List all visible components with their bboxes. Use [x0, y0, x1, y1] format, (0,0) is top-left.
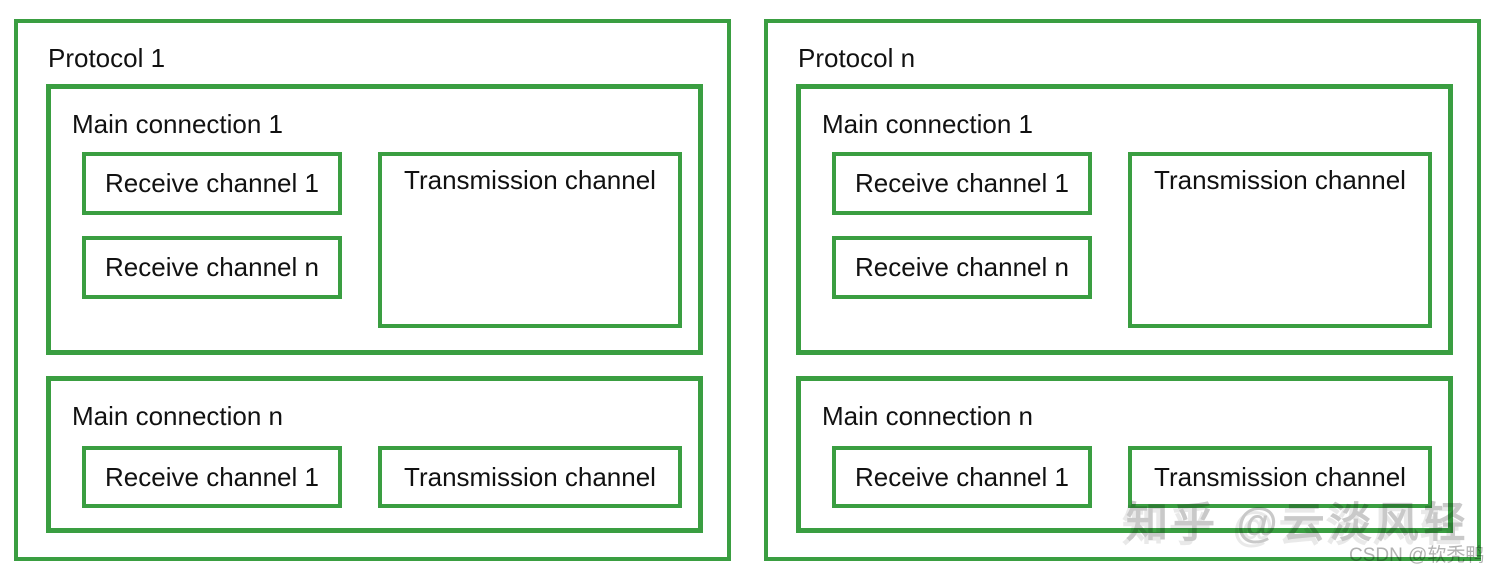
- main-connection-n-box: Main connection n Receive channel 1 Tran…: [46, 376, 703, 533]
- transmission-channel-box: Transmission channel: [378, 446, 682, 508]
- protocol-n-box: Protocol n Main connection 1 Receive cha…: [764, 19, 1481, 561]
- receive-channel-1-box: Receive channel 1: [832, 446, 1092, 508]
- protocol-n-label: Protocol n: [798, 43, 916, 73]
- receive-channel-1-box: Receive channel 1: [82, 152, 342, 215]
- receive-channel-n-box: Receive channel n: [82, 236, 342, 299]
- protocol-1-label: Protocol 1: [48, 43, 166, 73]
- transmission-channel-box: Transmission channel: [378, 152, 682, 328]
- main-connection-n-label: Main connection n: [72, 401, 284, 431]
- receive-channel-1-box: Receive channel 1: [832, 152, 1092, 215]
- main-connection-1-label: Main connection 1: [822, 109, 1034, 139]
- receive-channel-1-box: Receive channel 1: [82, 446, 342, 508]
- receive-channel-n-box: Receive channel n: [832, 236, 1092, 299]
- transmission-channel-box: Transmission channel: [1128, 446, 1432, 508]
- main-connection-n-box: Main connection n Receive channel 1 Tran…: [796, 376, 1453, 533]
- transmission-channel-box: Transmission channel: [1128, 152, 1432, 328]
- main-connection-1-box: Main connection 1 Receive channel 1 Rece…: [796, 84, 1453, 355]
- main-connection-n-label: Main connection n: [822, 401, 1034, 431]
- main-connection-1-box: Main connection 1 Receive channel 1 Rece…: [46, 84, 703, 355]
- main-connection-1-label: Main connection 1: [72, 109, 284, 139]
- protocol-1-box: Protocol 1 Main connection 1 Receive cha…: [14, 19, 731, 561]
